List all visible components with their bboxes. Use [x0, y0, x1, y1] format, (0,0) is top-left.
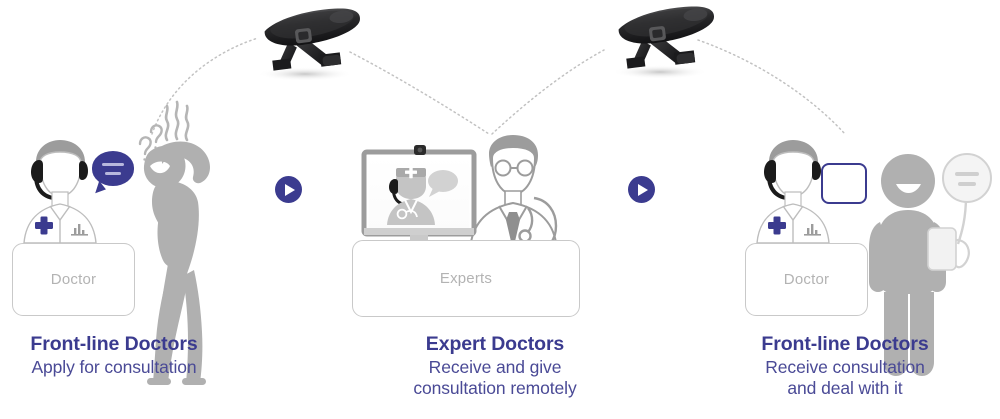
flow-arrow-play-button[interactable]: [275, 176, 302, 203]
dotted-flight-arc: [697, 39, 846, 135]
step-3-caption: Front-line Doctors Receive consultation …: [690, 333, 1000, 398]
step-title: Front-line Doctors: [761, 333, 929, 355]
bubble-line: [102, 163, 124, 166]
dotted-flight-arc: [349, 51, 490, 135]
glasses-icon: [494, 159, 534, 177]
step-2-caption: Expert Doctors Receive and give consulta…: [345, 333, 645, 398]
panel-2-artwork: [361, 135, 559, 254]
doctor-with-headset-icon: [756, 140, 830, 244]
flow-arrow-play-button[interactable]: [628, 176, 655, 203]
stress-steam-lines-icon: [164, 100, 190, 142]
play-triangle-icon: [638, 183, 648, 196]
monitor-icon: [361, 145, 477, 254]
step-subtitle-line: Receive and give: [428, 357, 562, 377]
dotted-flight-arc: [491, 49, 605, 135]
desk-label-text: Doctor: [50, 271, 97, 288]
speech-bubble-icon: [92, 151, 134, 186]
webcam-icon: [414, 145, 426, 155]
play-triangle-icon: [285, 183, 295, 196]
step-title: Front-line Doctors: [30, 333, 198, 355]
drone-2: [612, 6, 714, 79]
step-1-caption: Front-line Doctors Apply for consultatio…: [0, 333, 228, 378]
desk-label-box-experts: Experts: [352, 240, 580, 317]
headset-icon: [31, 160, 88, 202]
screen-speech-bubble-icon: [428, 170, 458, 197]
medical-cross-badge-icon: [768, 216, 786, 235]
chart-glyph-icon: [804, 224, 821, 236]
desk-label-box-doctor: Doctor: [745, 243, 868, 316]
bubble-line: [105, 172, 121, 175]
step-subtitle-line: and deal with it: [787, 377, 903, 398]
step-subtitle-line: Apply for consultation: [31, 357, 197, 377]
flight-path-group: [151, 37, 846, 135]
expert-doctor-with-glasses-icon: [468, 135, 559, 252]
doctor-on-screen-icon: [387, 166, 458, 225]
blood-pressure-cuff-icon: [927, 227, 970, 271]
medical-cross-badge-icon: [35, 216, 53, 235]
pressure-gauge-icon: [942, 153, 992, 245]
ecg-monitor-icon: [821, 163, 867, 204]
step-subtitle-line: Receive consultation: [765, 357, 925, 377]
drone-1: [257, 8, 360, 81]
step-subtitle-line: consultation remotely: [413, 377, 577, 398]
headset-icon: [764, 160, 821, 202]
desk-label-text: Experts: [439, 270, 493, 287]
step-title: Expert Doctors: [425, 333, 565, 355]
desk-label-text: Doctor: [783, 271, 830, 288]
chart-glyph-icon: [71, 224, 88, 236]
question-marks-icon: [138, 124, 163, 161]
desk-label-box-doctor: Doctor: [12, 243, 135, 316]
doctor-with-headset-icon: [23, 140, 97, 244]
dotted-flight-arc: [151, 37, 259, 135]
